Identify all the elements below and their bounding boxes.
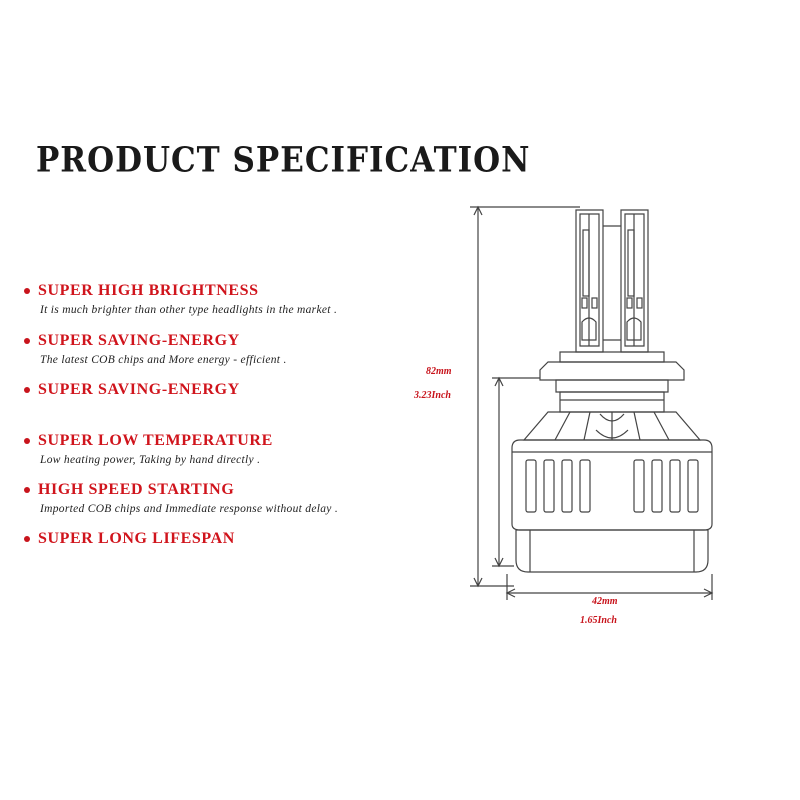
bullet-icon	[24, 438, 30, 444]
bullet-icon	[24, 288, 30, 294]
height-mm-label: 82mm	[426, 366, 452, 377]
heat-sink-fins	[522, 411, 702, 441]
page-title: PRODUCT SPECIFICATION	[36, 140, 531, 181]
height-inch-label: 3.23Inch	[414, 390, 451, 401]
feature-super-saving-energy-2: SUPER SAVING-ENERGY	[24, 381, 240, 399]
feature-description: Imported COB chips and Immediate respons…	[40, 503, 339, 515]
feature-super-long-lifespan: SUPER LONG LIFESPAN	[24, 530, 235, 548]
feature-heading: SUPER HIGH BRIGHTNESS	[38, 282, 259, 299]
feature-heading: SUPER LOW TEMPERATURE	[38, 432, 273, 449]
height-dimension-line	[470, 205, 580, 588]
bulb-main-body	[511, 439, 713, 531]
feature-heading: SUPER SAVING-ENERGY	[38, 332, 240, 349]
bullet-icon	[24, 487, 30, 493]
feature-heading: HIGH SPEED STARTING	[38, 481, 235, 498]
width-mm-label: 42mm	[592, 596, 618, 607]
bullet-icon	[24, 387, 30, 393]
width-dimension-line	[505, 574, 714, 600]
feature-heading: SUPER SAVING-ENERGY	[38, 381, 240, 398]
bulb-lower-cap	[515, 529, 709, 573]
width-inch-label: 1.65Inch	[580, 615, 617, 626]
feature-super-low-temperature: SUPER LOW TEMPERATURE Low heating power,…	[24, 432, 273, 466]
led-chip-boards	[575, 209, 649, 353]
feature-high-speed-starting: HIGH SPEED STARTING Imported COB chips a…	[24, 481, 338, 515]
feature-description: It is much brighter than other type head…	[40, 304, 338, 316]
bullet-icon	[24, 536, 30, 542]
bullet-icon	[24, 338, 30, 344]
feature-super-saving-energy: SUPER SAVING-ENERGY The latest COB chips…	[24, 332, 287, 366]
feature-heading: SUPER LONG LIFESPAN	[38, 530, 235, 547]
feature-description: Low heating power, Taking by hand direct…	[40, 454, 261, 466]
feature-super-high-brightness: SUPER HIGH BRIGHTNESS It is much brighte…	[24, 282, 337, 316]
bulb-base-collar	[539, 351, 685, 413]
body-height-dimension-line	[492, 376, 540, 568]
feature-description: The latest COB chips and More energy - e…	[40, 354, 287, 366]
